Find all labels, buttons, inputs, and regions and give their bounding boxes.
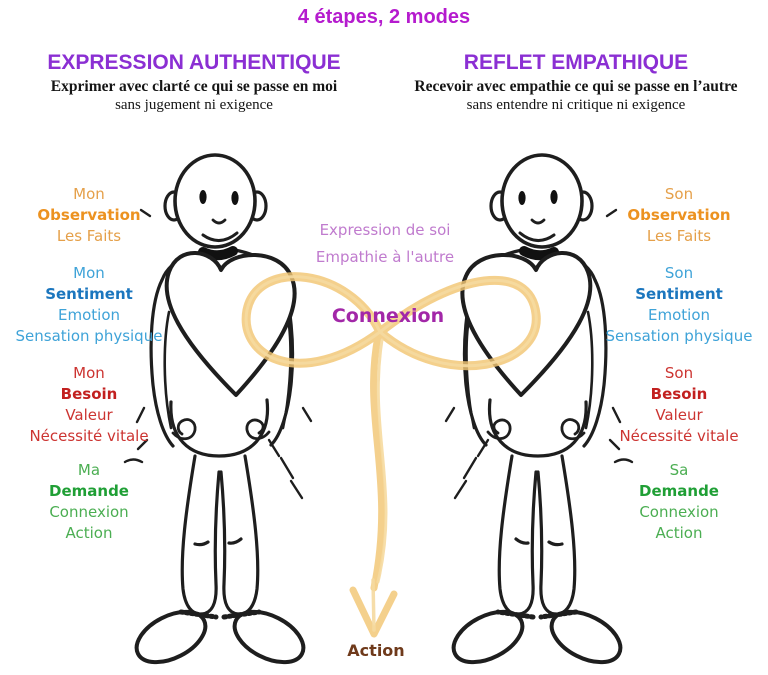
step-possessive: Ma [77,461,101,479]
step-name: Demande [49,482,129,500]
step-possessive: Mon [73,185,105,203]
leg-right [497,454,538,616]
hand-left [560,418,586,441]
foot-left [549,609,623,665]
step-sentiment-right: Son Sentiment Emotion Sensation physique [591,263,767,347]
foot-right [451,609,525,665]
step-possessive: Sa [669,461,689,479]
right-subtitle: sans entendre ni critique ni exigence [466,97,686,113]
diagram-title: 4 étapes, 2 modes [297,6,471,28]
leg-left [180,454,221,616]
step-detail: Sensation physique [605,327,753,345]
step-detail: Les Faits [56,227,122,245]
step-demande-left: Ma Demande Connexion Action [1,460,177,544]
flow-mode-labels: Expression de soi Empathie à l'autre [288,221,482,266]
left-heading: EXPRESSION AUTHENTIQUE [47,51,341,74]
arm-left [582,278,608,448]
step-possessive: Mon [73,364,105,382]
motion-lines [444,208,634,500]
head [173,153,257,249]
step-detail: Sensation physique [15,327,163,345]
step-name: Besoin [650,385,708,403]
flow-label-empathie: Empathie à l'autre [315,248,455,266]
leg-right [219,454,260,616]
belly [169,398,270,458]
step-name: Besoin [60,385,118,403]
action-label: Action [347,641,405,660]
left-column-header: EXPRESSION AUTHENTIQUE Exprimer avec cla… [8,51,380,114]
step-detail: Valeur [65,406,113,424]
leg-left [536,454,577,616]
step-detail: Les Faits [646,227,712,245]
connexion-label: Connexion [331,305,445,327]
step-name: Sentiment [45,285,133,303]
step-detail: Action [65,524,113,542]
heart [460,251,593,397]
step-detail: Action [655,524,703,542]
step-possessive: Son [664,364,694,382]
step-possessive: Son [664,264,694,282]
knee-mark-left [193,540,210,547]
step-sentiment-left: Mon Sentiment Emotion Sensation physique [1,263,177,347]
foot-right [232,609,306,665]
nose [530,218,546,225]
step-possessive: Mon [73,264,105,282]
eye-left [199,190,207,204]
right-heading: REFLET EMPATHIQUE [463,51,689,74]
step-detail: Emotion [648,306,710,324]
hand-right [486,418,512,440]
left-subtitle: sans jugement ni exigence [115,97,273,113]
knee-mark-right [514,537,530,545]
right-column-header: REFLET EMPATHIQUE Recevoir avec empathie… [388,51,764,114]
right-subtitle-bold: Recevoir avec empathie ce qui se passe e… [414,78,738,95]
step-detail: Connexion [49,503,129,521]
eye-right [231,191,239,205]
knee-mark-right [227,537,243,545]
knee-mark-left [547,540,564,547]
action-arrow-stem [370,332,386,592]
flow-label-expression: Expression de soi [319,221,451,239]
arm-left [149,278,175,448]
step-besoin-left: Mon Besoin Valeur Nécessité vitale [1,363,177,447]
step-demande-right: Sa Demande Connexion Action [591,460,767,544]
step-name: Observation [37,206,141,224]
step-besoin-right: Son Besoin Valeur Nécessité vitale [591,363,767,447]
step-detail: Connexion [639,503,719,521]
step-name: Sentiment [635,285,723,303]
hand-right [245,418,271,440]
step-detail: Nécessité vitale [29,427,149,445]
step-detail: Valeur [655,406,703,424]
step-observation-left: Mon Observation Les Faits [1,184,177,247]
step-observation-right: Son Observation Les Faits [591,184,767,247]
belly [487,398,588,458]
foot-left [134,609,208,665]
eye-left [550,190,558,204]
motion-lines [123,208,313,500]
left-subtitle-bold: Exprimer avec clarté ce qui se passe en … [50,78,338,95]
hand-left [171,418,197,441]
smile [201,231,239,242]
nose [211,218,227,225]
eye-right [518,191,526,205]
heart [164,251,297,397]
smile [518,231,556,242]
step-detail: Emotion [58,306,120,324]
step-possessive: Son [664,185,694,203]
step-name: Demande [639,482,719,500]
head [500,153,584,249]
step-detail: Nécessité vitale [619,427,739,445]
action-arrow-head [349,586,398,638]
step-name: Observation [627,206,731,224]
